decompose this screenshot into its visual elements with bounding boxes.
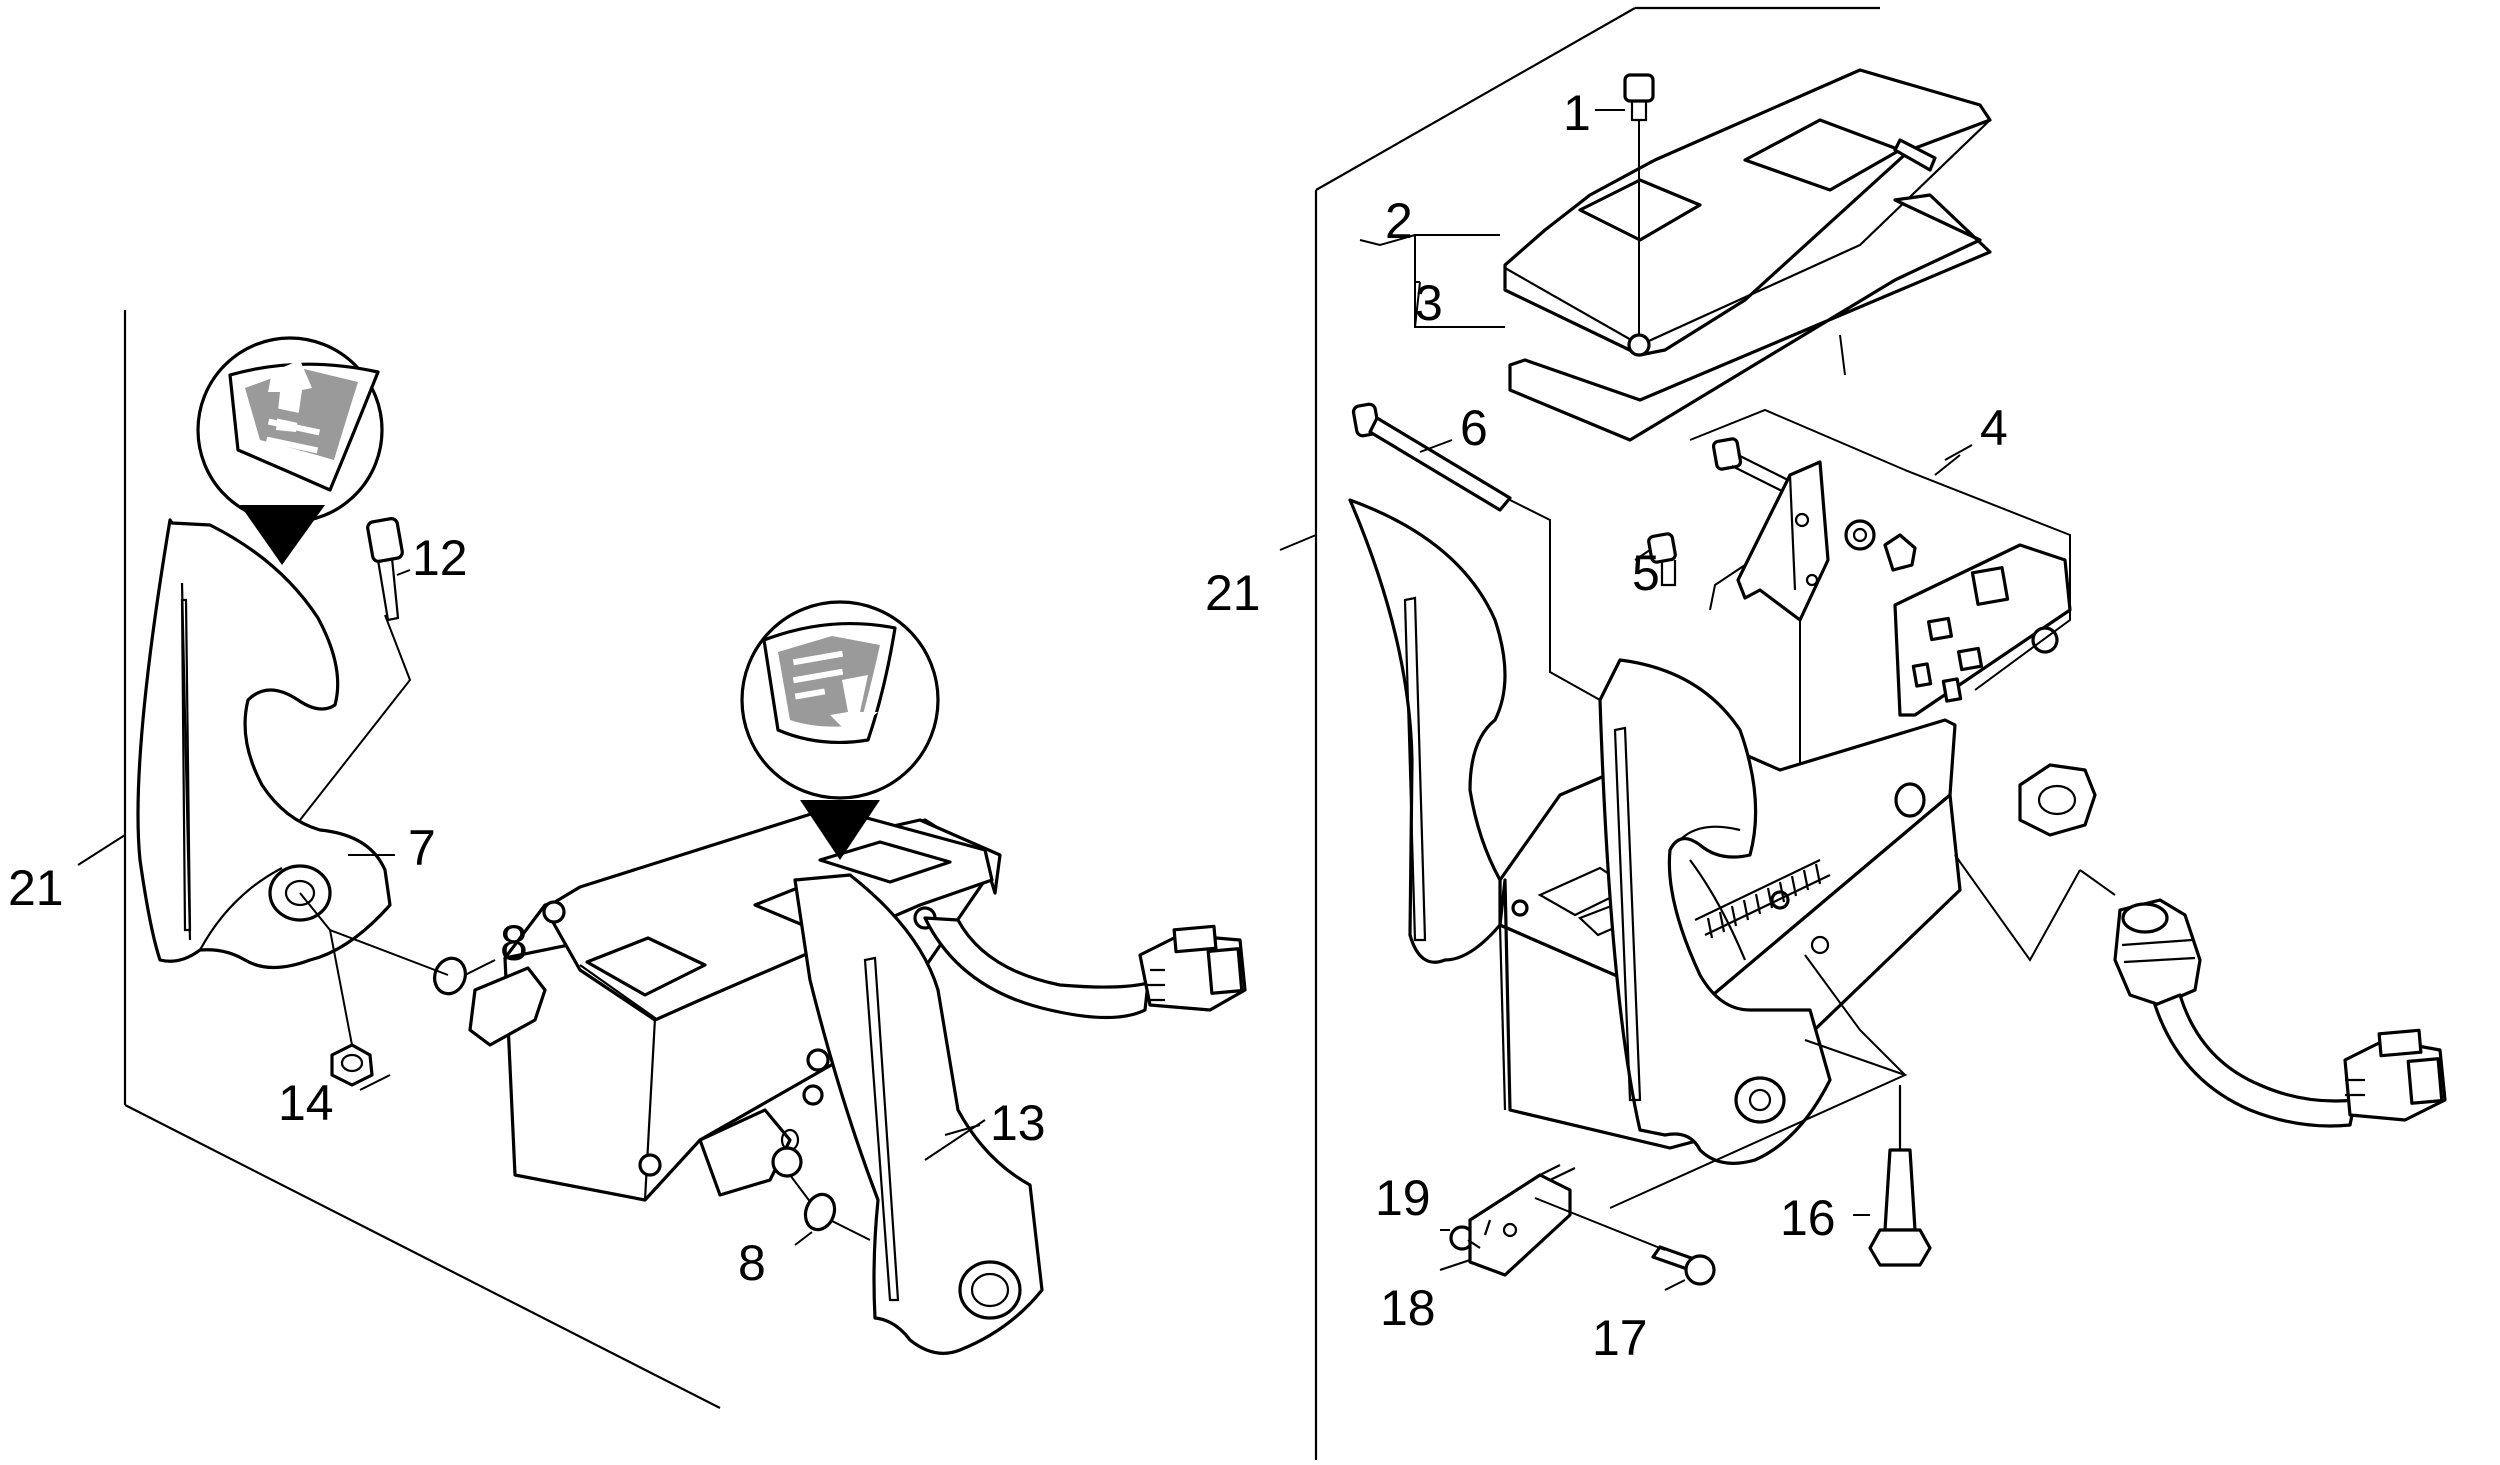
leader-13 <box>944 1124 981 1136</box>
leader-cover-to-bracket <box>1839 334 1846 376</box>
callout-19: 19 <box>1375 1170 1431 1226</box>
callout-12: 12 <box>412 530 468 586</box>
callout-labels: 1 2 3 4 5 6 7 8 8 12 13 14 16 17 18 19 2… <box>8 85 2008 1366</box>
screw-12-part <box>299 517 412 821</box>
leaders-center <box>789 1119 986 1246</box>
pcb-bracket-part <box>1634 408 2072 800</box>
reverse-pedal-part <box>793 873 1044 1355</box>
right-rear-pedal-part <box>1348 498 1507 964</box>
callout-17: 17 <box>1592 1310 1648 1366</box>
right-front-pedal-part <box>1598 658 1832 1165</box>
leader-21-left <box>77 834 126 866</box>
callout-16: 16 <box>1780 1190 1836 1246</box>
bolt-16-part <box>1853 1085 1932 1267</box>
callout-21-right: 21 <box>1205 565 1261 621</box>
callout-6: 6 <box>1460 400 1488 456</box>
callout-5: 5 <box>1632 545 1660 601</box>
callout-4: 4 <box>1980 400 2008 456</box>
leader-6 <box>1419 439 1453 453</box>
top-cover-part <box>1359 68 1992 442</box>
callout-2: 2 <box>1385 193 1413 249</box>
nut-14-part <box>330 1043 374 1087</box>
rod-6-part <box>1351 402 1601 701</box>
leaders-left <box>299 854 496 1091</box>
forward-badge-icon <box>196 336 384 565</box>
washer-19-part <box>1440 1225 1475 1251</box>
callout-21-left: 21 <box>8 860 64 916</box>
callout-1: 1 <box>1563 85 1591 141</box>
microswitch-18-part <box>1439 1164 1576 1277</box>
callout-18: 18 <box>1380 1280 1436 1336</box>
forward-pedal-part <box>136 518 392 970</box>
callout-3: 3 <box>1415 275 1443 331</box>
left-assembly-frame <box>123 310 721 1409</box>
callout-7: 7 <box>408 820 436 876</box>
left-cable-connector-part <box>923 916 1247 1020</box>
right-cable-connector-part <box>1954 763 2447 1128</box>
callout-13: 13 <box>990 1095 1046 1151</box>
reverse-badge-icon <box>740 600 940 860</box>
leader-4 <box>1944 444 1973 461</box>
ring-8-left-part <box>433 956 467 996</box>
leaders-lower-right <box>1279 534 1908 1251</box>
screw-17-part <box>1651 1245 1716 1291</box>
callout-8-upper: 8 <box>500 915 528 971</box>
callout-14: 14 <box>278 1075 334 1131</box>
right-assembly-frame <box>1314 6 1880 1460</box>
callout-8-lower: 8 <box>738 1235 766 1291</box>
